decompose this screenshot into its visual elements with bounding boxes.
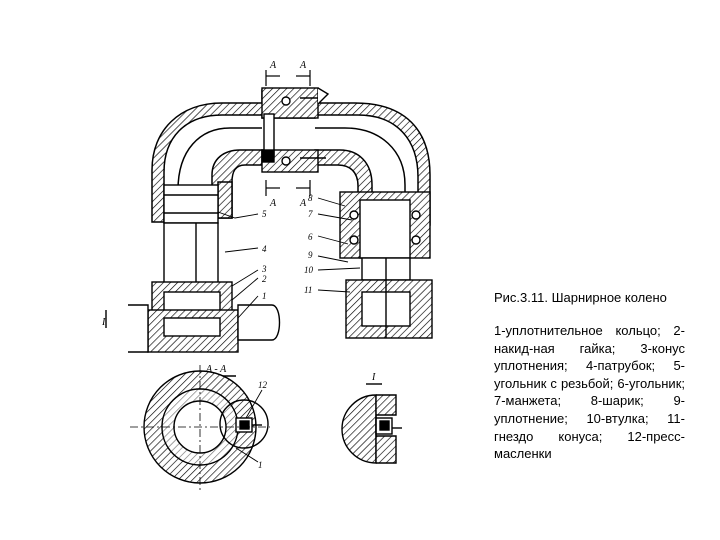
section-view-leaders <box>235 389 263 463</box>
callout-3: 3 <box>261 264 267 274</box>
callout-11: 11 <box>304 285 312 295</box>
callout-leaders <box>217 197 361 319</box>
technical-drawing: A A A A <box>101 60 433 490</box>
right-branch-pipe <box>339 191 433 339</box>
view-label-aa: A - A <box>205 364 227 375</box>
section-mark-top <box>265 70 311 196</box>
section-view-aa <box>130 365 270 490</box>
detail-marker-i-left: I <box>101 317 106 328</box>
detail-view-i <box>341 383 402 464</box>
callout-4: 4 <box>262 244 267 254</box>
figure-legend: 1-уплотнительное кольцо; 2-накид-ная гай… <box>494 323 685 462</box>
figure-title: Рис.3.11. Шарнирное колено <box>494 290 667 305</box>
section-label-a-bottom-left: A <box>269 198 277 209</box>
callout-12: 12 <box>258 380 268 390</box>
section-label-a-bottom-right: A <box>299 198 307 209</box>
section-label-a-top-left: A <box>269 60 277 71</box>
section-label-a-top-right: A <box>299 60 307 71</box>
callout-1-bottom: 1 <box>258 460 263 470</box>
callout-8: 8 <box>308 193 313 203</box>
callout-10: 10 <box>304 265 314 275</box>
callout-1: 1 <box>262 291 267 301</box>
callout-7: 7 <box>308 209 313 219</box>
callout-2: 2 <box>262 274 267 284</box>
callout-5: 5 <box>262 209 267 219</box>
callout-6: 6 <box>308 232 313 242</box>
top-swivel-joint <box>261 87 330 173</box>
callout-9: 9 <box>308 250 313 260</box>
detail-label-i: I <box>371 372 376 383</box>
left-branch-pipe <box>105 184 281 353</box>
